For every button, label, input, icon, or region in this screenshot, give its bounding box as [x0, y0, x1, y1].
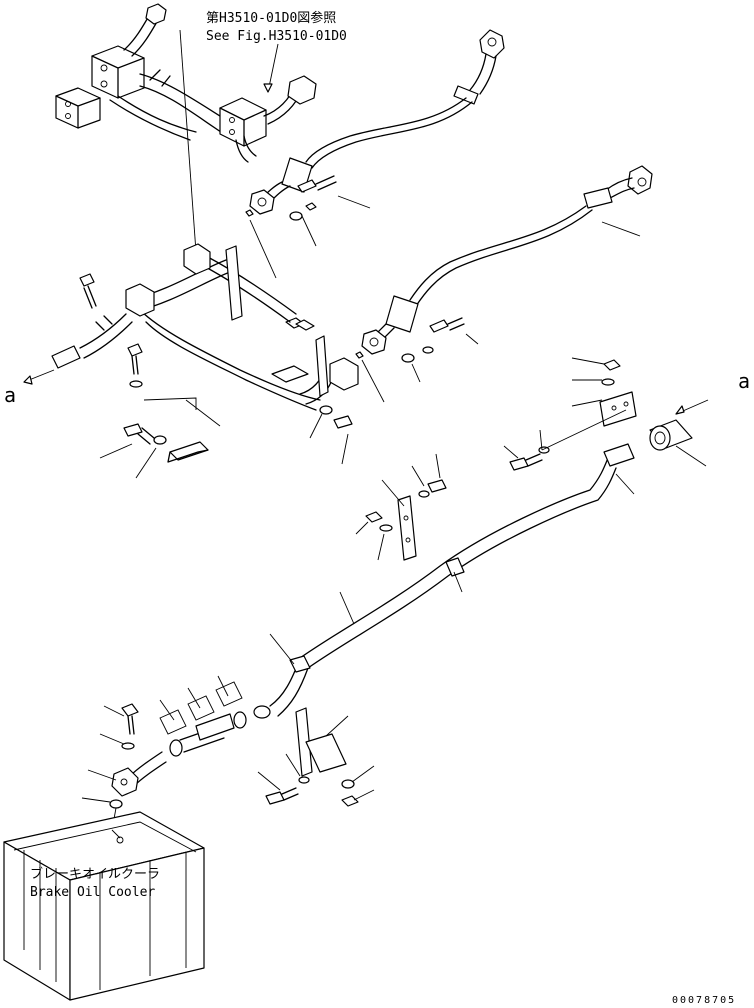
brake-oil-cooler: ブレーキオイルクーラ Brake Oil Cooler	[3, 811, 205, 1001]
cooler-label-japanese: ブレーキオイルクーラ	[30, 866, 160, 882]
reference-note-english: See Fig.H3510-01D0	[206, 29, 347, 44]
left-frame-assembly: a	[4, 243, 359, 479]
hose-middle	[361, 165, 653, 355]
drawing-number: 00078705	[672, 995, 736, 1006]
long-pipe-assembly: a	[253, 357, 750, 719]
fasteners-upper	[245, 175, 641, 403]
connector-label-right: a	[738, 369, 750, 393]
reference-note-japanese: 第H3510-01D0図参照	[206, 10, 336, 26]
reference-note: 第H3510-01D0図参照 See Fig.H3510-01D0	[206, 10, 347, 93]
upper-valve-assembly	[55, 3, 317, 253]
connector-label-left: a	[4, 383, 16, 407]
hose-upper	[249, 29, 505, 215]
cooler-label-english: Brake Oil Cooler	[30, 885, 155, 900]
lower-connection-parts	[81, 675, 375, 831]
